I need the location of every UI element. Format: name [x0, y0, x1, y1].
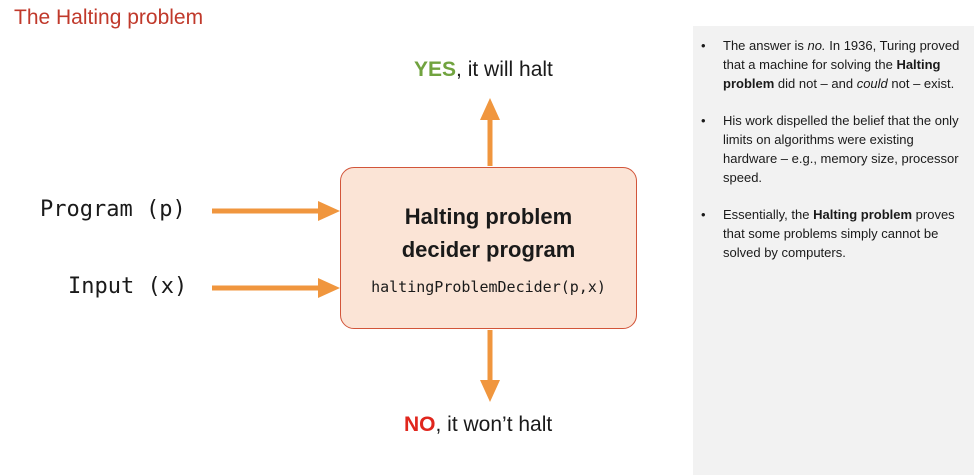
no-word: NO — [404, 413, 436, 436]
decider-box: Halting problem decider program haltingP… — [340, 167, 637, 329]
no-rest: , it won’t halt — [435, 413, 553, 436]
decider-title-line1: Halting problem — [404, 204, 573, 229]
yes-rest: , it will halt — [456, 58, 553, 81]
diagram-arrows — [212, 98, 500, 402]
decider-title: Halting problem decider program — [341, 200, 636, 266]
note-text: Essentially, the — [723, 207, 814, 222]
input-x-label: Input (x) — [68, 274, 188, 299]
note-text: proves that some problems simply cannot … — [723, 207, 955, 260]
note-strong: Halting problem — [813, 207, 913, 222]
note-item: Essentially, the Halting problem proves … — [701, 205, 968, 262]
decider-title-line2: decider program — [401, 237, 576, 262]
note-item: His work dispelled the belief that the o… — [701, 111, 968, 187]
note-text: In 1936, Turing proved that a machine fo… — [723, 38, 960, 72]
yes-output-label: YES, it will halt — [414, 58, 553, 82]
note-item: The answer is no. In 1936, Turing proved… — [701, 36, 968, 93]
halting-diagram: YES, it will halt Program (p) Input (x) … — [40, 58, 637, 437]
notes-panel: The answer is no. In 1936, Turing proved… — [693, 26, 974, 475]
yes-arrow — [480, 98, 500, 166]
note-text: did not – and — [774, 76, 857, 91]
note-emphasis: no. — [807, 38, 826, 53]
no-arrow — [480, 330, 500, 402]
slide-title: The Halting problem — [14, 6, 204, 29]
notes-list: The answer is no. In 1936, Turing proved… — [693, 26, 974, 262]
note-emphasis: could — [856, 76, 888, 91]
input-arrow — [212, 278, 340, 298]
note-text: not – exist. — [887, 76, 955, 91]
decider-function-call: haltingProblemDecider(p,x) — [371, 278, 606, 296]
note-text: His work dispelled the belief that the o… — [723, 113, 959, 185]
yes-word: YES — [414, 58, 457, 81]
note-strong: Halting problem — [723, 57, 941, 91]
program-arrow — [212, 201, 340, 221]
program-input-label: Program (p) — [40, 197, 186, 222]
no-output-label: NO, it won’t halt — [404, 413, 552, 437]
note-text: The answer is — [723, 38, 808, 53]
